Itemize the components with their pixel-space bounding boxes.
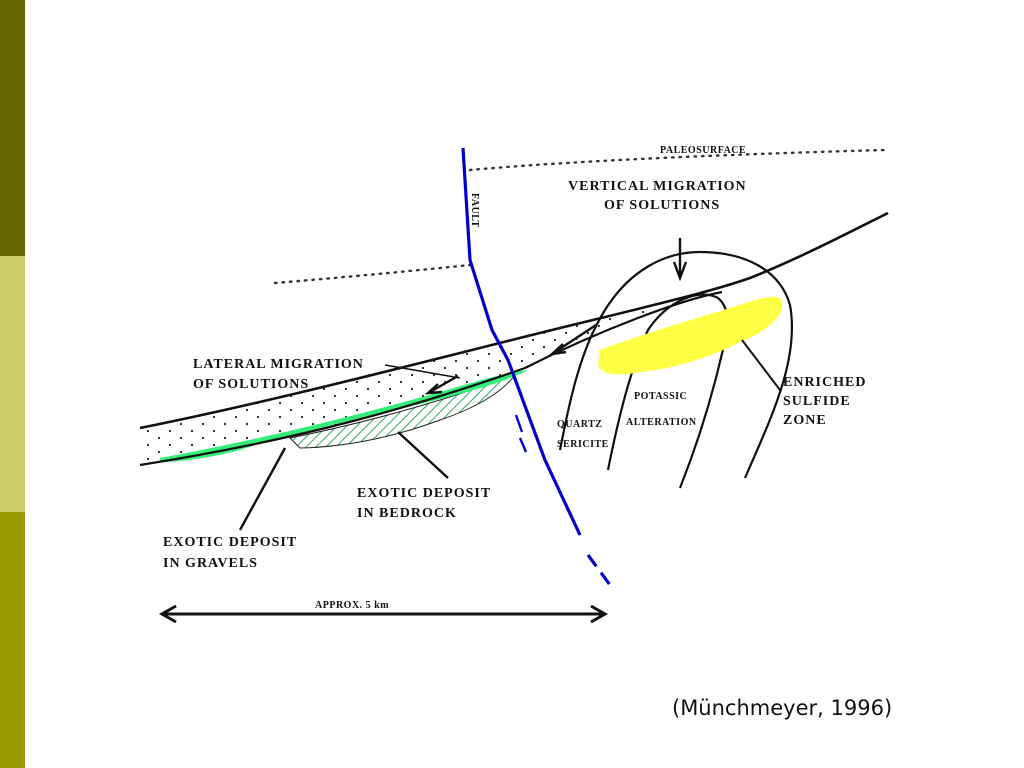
label-lateral-migration-line2: OF SOLUTIONS: [193, 377, 309, 392]
paleosurface-line-lower: [273, 263, 472, 285]
sidebar-block-middle: [0, 256, 25, 512]
leader-exotic-bedrock: [397, 431, 449, 479]
label-scale: APPROX. 5 km: [315, 600, 389, 611]
leader-lateral-migration: [384, 364, 461, 379]
potassic-boundary: [606, 293, 729, 489]
label-exotic-gravels-line2: IN GRAVELS: [163, 556, 258, 571]
sidebar-block-bottom: [0, 512, 25, 768]
label-lateral-migration-line1: LATERAL MIGRATION: [193, 357, 364, 372]
leader-exotic-gravels: [238, 447, 287, 531]
label-quartz: QUARTZ: [557, 419, 602, 430]
paleosurface-line-upper: [468, 148, 887, 172]
label-exotic-bedrock-line1: EXOTIC DEPOSIT: [357, 486, 491, 501]
label-vertical-migration-line2: OF SOLUTIONS: [604, 198, 720, 213]
label-fault: FAULT: [469, 193, 480, 228]
exotic-deposit-bedrock-shape: [288, 373, 517, 449]
slide-sidebar: [0, 0, 25, 768]
label-potassic-line1: POTASSIC: [634, 391, 687, 402]
label-exotic-gravels-line1: EXOTIC DEPOSIT: [163, 535, 297, 550]
lateral-migration-arrow-left: [424, 374, 459, 395]
quartz-sericite-boundary: [558, 250, 794, 479]
label-enriched-line1: ENRICHED: [783, 375, 866, 390]
sidebar-block-top: [0, 0, 25, 256]
lateral-migration-arrow-right: [548, 323, 597, 356]
fault-line: [461, 147, 582, 536]
label-enriched-line2: SULFIDE: [783, 394, 851, 409]
vertical-migration-arrow: [672, 238, 688, 282]
enriched-sulfide-zone-shape: [598, 296, 783, 375]
scale-arrow: [158, 604, 609, 624]
leader-enriched-zone: [741, 339, 781, 391]
label-enriched-line3: ZONE: [783, 413, 827, 428]
fault-line-dashed: [586, 554, 612, 586]
label-sericite: SERICITE: [557, 439, 609, 450]
label-potassic-line2: ALTERATION: [626, 417, 697, 428]
gravel-layer: [140, 292, 720, 465]
label-exotic-bedrock-line2: IN BEDROCK: [357, 506, 457, 521]
label-vertical-migration-line1: VERTICAL MIGRATION: [568, 179, 747, 194]
label-paleosurface: PALEOSURFACE: [660, 145, 746, 156]
citation: (Münchmeyer, 1996): [672, 696, 893, 720]
ground-surface-line: [139, 211, 889, 430]
bedrock-contact-line: [139, 290, 723, 467]
fault-slip-arrow: [514, 414, 528, 453]
